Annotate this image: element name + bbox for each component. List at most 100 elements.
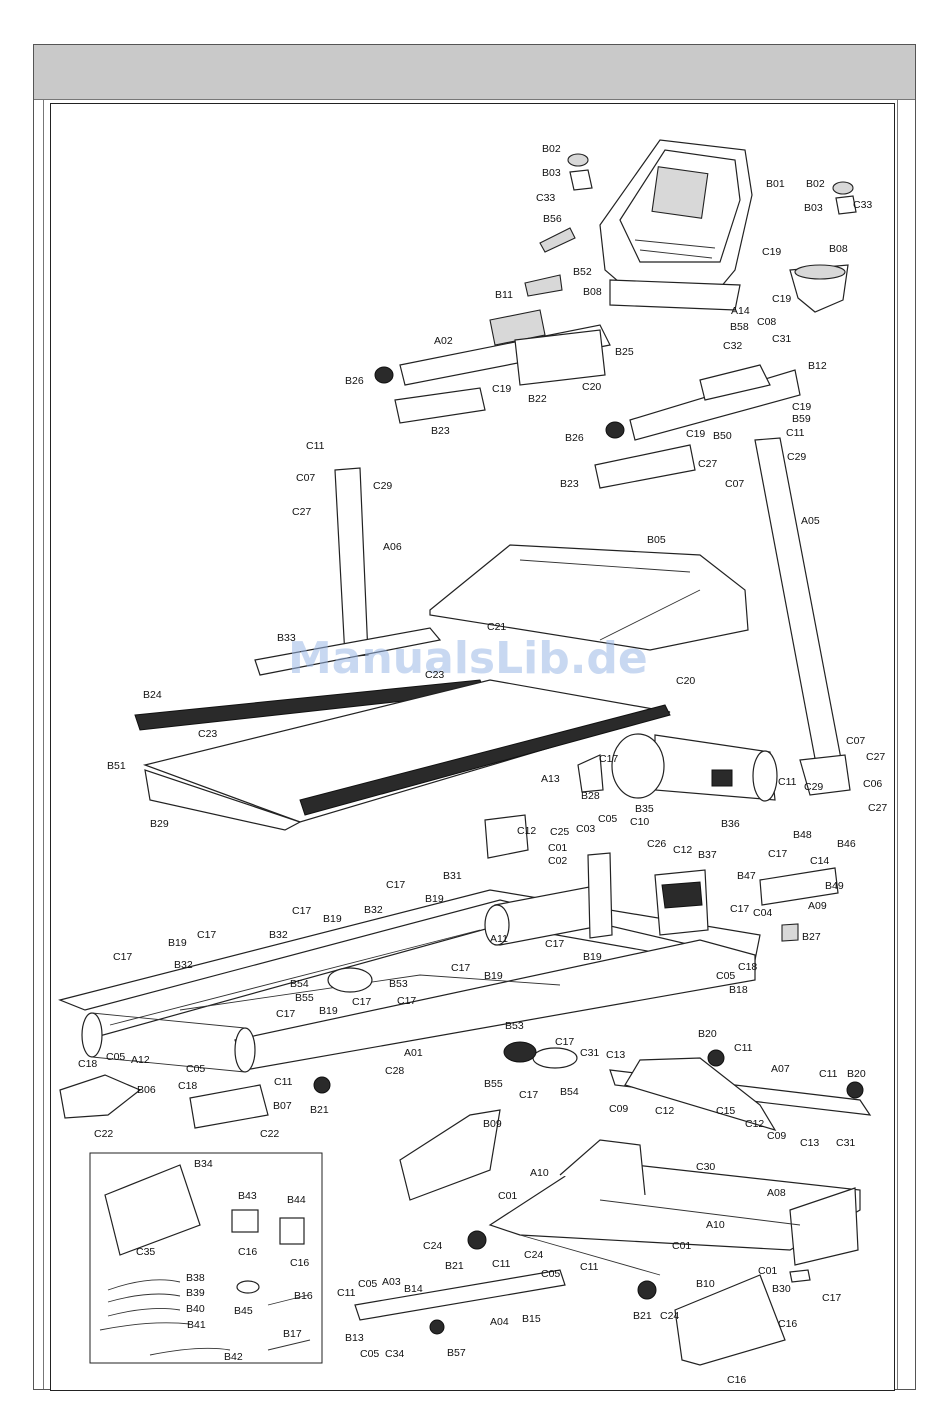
callout-label-b25: B25 [615,346,634,358]
callout-label-c05e: C05 [541,1268,560,1280]
callout-label-c19e: C19 [686,428,705,440]
callout-label-b13: B13 [345,1332,364,1344]
callout-label-c31b: C31 [580,1047,599,1059]
callout-label-a01: A01 [404,1047,423,1059]
callout-label-a04: A04 [490,1316,509,1328]
callout-label-c10: C10 [630,816,649,828]
callout-label-c28: C28 [385,1065,404,1077]
callout-label-c27c: C27 [866,751,885,763]
callout-label-b19c: B19 [168,937,187,949]
callout-label-b54b: B54 [560,1086,579,1098]
callout-label-b51: B51 [107,760,126,772]
callout-label-c07c: C07 [846,735,865,747]
wheel-b21-a [313,1076,331,1094]
callout-label-c01c: C01 [672,1240,691,1252]
callout-label-b21a: B21 [310,1104,329,1116]
belt-b54-upper [327,967,373,993]
handlebar-right [605,364,801,441]
callout-label-b10: B10 [696,1278,715,1290]
callout-label-b20b: B20 [847,1068,866,1080]
callout-label-c19b: C19 [772,293,791,305]
callout-label-b36: B36 [721,818,740,830]
callout-label-c29b: C29 [787,451,806,463]
handlebar-left [374,309,611,386]
callout-label-c12b: C12 [673,844,692,856]
callout-label-b08a: B08 [829,243,848,255]
callout-label-c29a: C29 [373,480,392,492]
callout-label-b33: B33 [277,632,296,644]
callout-label-c22a: C22 [94,1128,113,1140]
callout-label-c13a: C13 [606,1049,625,1061]
callout-label-a10a: A10 [530,1167,549,1179]
callout-label-b01: B01 [766,178,785,190]
callout-label-c01b: C01 [498,1190,517,1202]
callout-label-c31c: C31 [836,1137,855,1149]
callout-label-b41: B41 [187,1319,206,1331]
leg-a04 [354,1269,566,1321]
callout-label-b26b: B26 [565,432,584,444]
callout-label-c24a: C24 [423,1240,442,1252]
callout-label-b19f: B19 [319,1005,338,1017]
callout-label-b27: B27 [802,931,821,943]
callout-label-c05a: C05 [598,813,617,825]
callout-label-c15: C15 [716,1105,735,1117]
upright-left [334,467,369,658]
callout-label-b47: B47 [737,870,756,882]
callout-label-b07: B07 [273,1100,292,1112]
motor-cover [429,544,749,651]
callout-label-c01d: C01 [758,1265,777,1277]
callout-label-c24b: C24 [524,1249,543,1261]
callout-label-c07b: C07 [296,472,315,484]
callout-label-c27a: C27 [698,458,717,470]
callout-label-b55a: B55 [295,992,314,1004]
callout-label-b29: B29 [150,818,169,830]
cup-holder [789,264,849,313]
callout-label-b23a: B23 [431,425,450,437]
callout-label-c17a: C17 [599,753,618,765]
callout-label-c16c: C16 [778,1318,797,1330]
callout-label-c18b: C18 [78,1058,97,1070]
side-cover-b10 [674,1274,786,1366]
upright-right [754,437,846,786]
callout-label-b03b: B03 [804,202,823,214]
callout-label-b48: B48 [793,829,812,841]
callout-label-c22b: C22 [260,1128,279,1140]
controller-bracket [587,852,613,939]
callout-label-b12: B12 [808,360,827,372]
callout-label-b08b: B08 [583,286,602,298]
callout-label-b40: B40 [186,1303,205,1315]
callout-label-b23b: B23 [560,478,579,490]
transformer-b44 [279,1217,305,1245]
callout-label-a11: A11 [490,933,508,945]
wire-b17 [267,1339,311,1351]
side-plate-b33 [254,627,442,676]
callout-label-b43: B43 [238,1190,257,1202]
callout-label-b32c: B32 [174,959,193,971]
callout-label-b18: B18 [729,984,748,996]
grip-right [594,444,696,489]
grip-left [394,387,486,424]
callout-label-c33b: C33 [853,199,872,211]
callout-label-b50: B50 [713,430,732,442]
bracket-c25 [484,814,529,859]
belt-b54-lower [532,1047,578,1069]
electrical-inset-box [89,1152,323,1364]
callout-label-a06: A06 [383,541,402,553]
circuit-board-b34 [104,1164,201,1256]
callout-label-c04: C04 [753,907,772,919]
callout-label-c20a: C20 [582,381,601,393]
callout-label-c17j: C17 [352,996,371,1008]
left-margin-rule [34,99,44,1389]
wheel-b21-c [637,1280,657,1300]
callout-label-c25: C25 [550,826,569,838]
callout-label-b42: B42 [224,1351,243,1363]
callout-label-c17d: C17 [386,879,405,891]
page-header-bar [34,45,915,100]
bracket-a09 [759,867,839,906]
callout-label-b21c: B21 [633,1310,652,1322]
callout-label-b02: B02 [542,143,561,155]
motor-controller [654,869,709,936]
callout-label-c32: C32 [723,340,742,352]
callout-label-c02: C02 [548,855,567,867]
callout-label-b03: B03 [542,167,561,179]
